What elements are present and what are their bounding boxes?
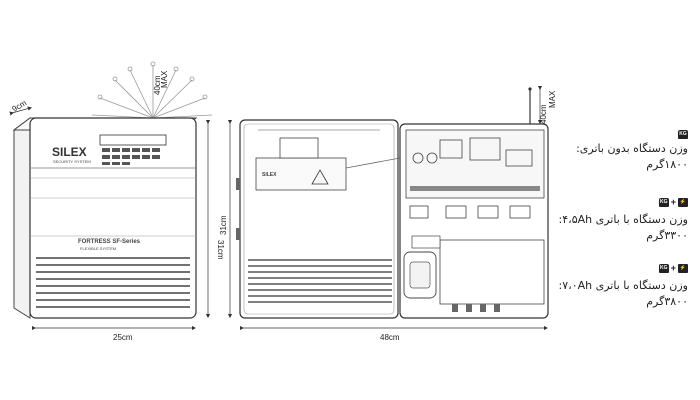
weight-line-1: وزن دستگاه با باتری ۷،۰Ah: xyxy=(558,279,688,292)
weight-icon: KG xyxy=(678,130,688,139)
device-model: FORTRESS SF-Series xyxy=(78,239,141,245)
depth-dim-label: 9cm xyxy=(11,98,29,114)
weight-line-1: وزن دستگاه بدون باتری: xyxy=(576,142,688,155)
left-height-dim-label: 31cm xyxy=(216,240,225,260)
keypad xyxy=(99,134,167,165)
device-brand-sub: SECURITY SYSTEM xyxy=(53,159,91,164)
weight-icon: KG xyxy=(658,263,669,273)
weight-value: ۳۸۰۰گرم xyxy=(646,295,688,308)
bracket-brand: SILEX xyxy=(262,172,277,178)
vent-slots xyxy=(36,257,190,308)
weight-with-battery-4-5ah: KG + ⚡ وزن دستگاه با باتری ۴،۵Ah: ۳۳۰۰گر… xyxy=(538,194,688,244)
open-device: SILEX xyxy=(219,85,557,342)
antenna-max-label: MAX xyxy=(160,70,169,88)
plus-icon: + xyxy=(670,197,676,207)
closed-device: 40cm MAX SILEX SECURITY SYSTE xyxy=(9,61,225,342)
weight-without-battery: KG وزن دستگاه بدون باتری: ۱۸۰۰گرم xyxy=(538,130,688,173)
antenna-fan xyxy=(91,61,213,119)
left-width-dim-label: 25cm xyxy=(113,333,133,342)
weight-line-1: وزن دستگاه با باتری ۴،۵Ah: xyxy=(558,213,688,226)
weight-value: ۳۳۰۰گرم xyxy=(646,229,688,242)
center-antenna-dim-label: 40cm xyxy=(539,104,548,124)
device-model-sub: FLEXIBLE SYSTEM xyxy=(80,246,116,251)
weight-with-battery-7ah: KG + ⚡ وزن دستگاه با باتری ۷،۰Ah: ۳۸۰۰گر… xyxy=(538,260,688,310)
plus-icon: + xyxy=(670,263,676,273)
antenna-dim-label: 40cm xyxy=(153,75,162,95)
battery-icon: ⚡ xyxy=(678,263,688,273)
icon-row: KG + ⚡ xyxy=(538,260,688,276)
weight-value: ۱۸۰۰گرم xyxy=(646,158,688,171)
center-height-dim-label: 31cm xyxy=(219,215,228,235)
icon-row: KG + ⚡ xyxy=(538,194,688,210)
icon-row: KG xyxy=(538,130,688,139)
device-brand: SILEX xyxy=(52,145,87,159)
battery-icon: ⚡ xyxy=(678,197,688,207)
center-width-dim-label: 48cm xyxy=(380,333,400,342)
center-antenna-max-label: MAX xyxy=(548,90,557,108)
weight-icon: KG xyxy=(658,197,669,207)
